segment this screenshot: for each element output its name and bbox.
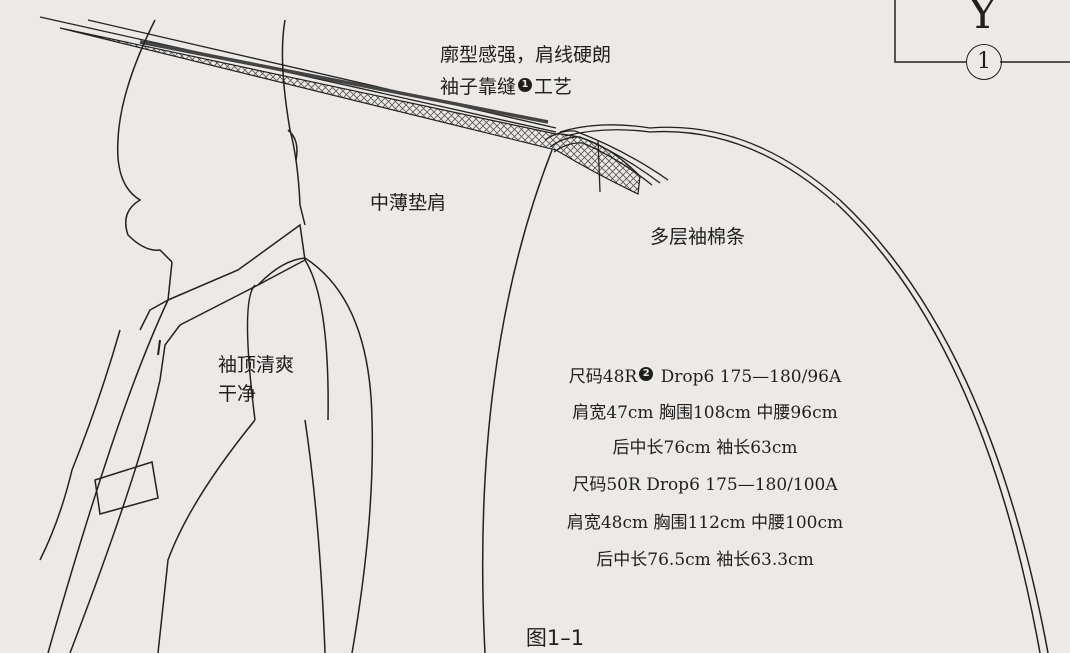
shoulder-pad-label: 中薄垫肩	[370, 192, 447, 214]
corner-frame	[894, 0, 1070, 63]
corner-number: 1	[966, 44, 1002, 80]
sleeve-head-label: 多层袖棉条	[650, 226, 746, 248]
spec-size-a-line2: 肩宽47cm 胸围108cm 中腰96cm	[572, 403, 838, 423]
spec-size-a-code: 尺码48R	[568, 367, 638, 387]
technique-text-post: 工艺	[534, 76, 573, 98]
jacket-outline	[481, 149, 1049, 653]
spec-size-a-line3: 后中长76cm 袖长63cm	[612, 438, 798, 458]
note-marker-2: 2	[639, 367, 654, 381]
sleeve-head-roll	[544, 124, 841, 204]
spec-size-b-line2: 肩宽48cm 胸围112cm 中腰100cm	[566, 513, 844, 533]
sleeve-top-label-line1: 袖顶清爽	[218, 354, 295, 376]
spec-size-b-line1: 尺码50R Drop6 175—180/100A	[572, 475, 838, 495]
sleeve-top-label-line2: 干净	[218, 383, 257, 405]
corner-letter: Y	[968, 0, 998, 39]
figure-caption: 图1–1	[525, 626, 585, 650]
technique-text-pre: 袖子靠缝	[440, 76, 517, 98]
note-marker-1: 1	[518, 78, 533, 92]
silhouette-label: 廓型感强，肩线硬朗	[440, 44, 612, 66]
figure-outline	[39, 19, 374, 653]
spec-size-b-line3: 后中长76.5cm 袖长63.3cm	[596, 550, 814, 570]
spec-size-a-rest: Drop6 175—180/96A	[660, 367, 842, 387]
